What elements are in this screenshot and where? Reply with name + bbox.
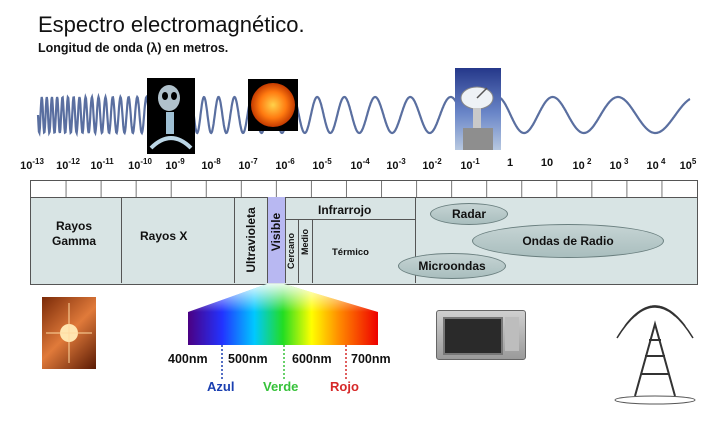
axis-tick-label: 10-4	[350, 157, 370, 172]
axis-tick-label: 10-12	[56, 157, 80, 172]
band-medium: Medio	[299, 220, 313, 283]
axis-tick-label: 10-2	[422, 157, 442, 172]
band-radio: Ondas de Radio	[472, 224, 664, 258]
divider	[415, 197, 416, 283]
band-infrared: Infrarrojo	[318, 203, 372, 217]
band-xray: Rayos X	[140, 229, 188, 243]
sun-icon	[248, 79, 298, 131]
color-blue: Azul	[207, 379, 235, 394]
axis-tick-label: 10-3	[386, 157, 406, 172]
axis-tick-label: 10-9	[165, 157, 185, 172]
axis-tick-label: 10	[540, 157, 554, 169]
color-green: Verde	[263, 379, 299, 394]
band-near: Cercano	[285, 220, 299, 283]
radio-tower-icon	[605, 286, 705, 408]
axis-tick-label: 10 2	[572, 157, 592, 172]
wave-line	[36, 92, 691, 138]
axis-tick-label: 1	[506, 157, 514, 169]
band-visible: Visible	[267, 197, 286, 283]
nm-400: 400nm	[168, 352, 208, 366]
satellite-dish-icon	[455, 68, 501, 150]
page-subtitle: Longitud de onda (λ) en metros.	[38, 41, 229, 55]
axis-tick-label: 10-10	[128, 157, 152, 172]
axis-tick-label: 10-13	[20, 157, 44, 172]
axis-tick-label: 10-8	[201, 157, 221, 172]
spectrum-bar	[188, 312, 378, 345]
axis-tick-label: 10 4	[646, 157, 666, 172]
axis-tick-label: 10 3	[609, 157, 629, 172]
band-gamma: Rayos Gamma	[52, 219, 97, 248]
axis-tick-label: 10-7	[238, 157, 258, 172]
divider	[234, 197, 235, 283]
axis-tick-label: 10-11	[90, 157, 114, 172]
axis-tick-label: 10-1	[460, 157, 480, 172]
nm-600: 600nm	[292, 352, 332, 366]
xray-skull-icon	[147, 78, 195, 154]
microwave-oven-icon	[436, 310, 526, 360]
nm-700: 700nm	[351, 352, 391, 366]
axis-tick-label: 10-6	[275, 157, 295, 172]
band-thermal: Térmico	[332, 247, 369, 258]
nm-500: 500nm	[228, 352, 268, 366]
band-radar: Radar	[430, 203, 508, 225]
page-title: Espectro electromagnético.	[38, 12, 305, 37]
gamma-burst-icon	[42, 297, 96, 369]
band-microwaves: Microondas	[398, 253, 506, 279]
divider	[121, 197, 122, 283]
axis-tick-label: 105	[679, 157, 697, 172]
color-red: Rojo	[330, 379, 359, 394]
divider	[285, 219, 415, 220]
axis-tick-label: 10-5	[312, 157, 332, 172]
